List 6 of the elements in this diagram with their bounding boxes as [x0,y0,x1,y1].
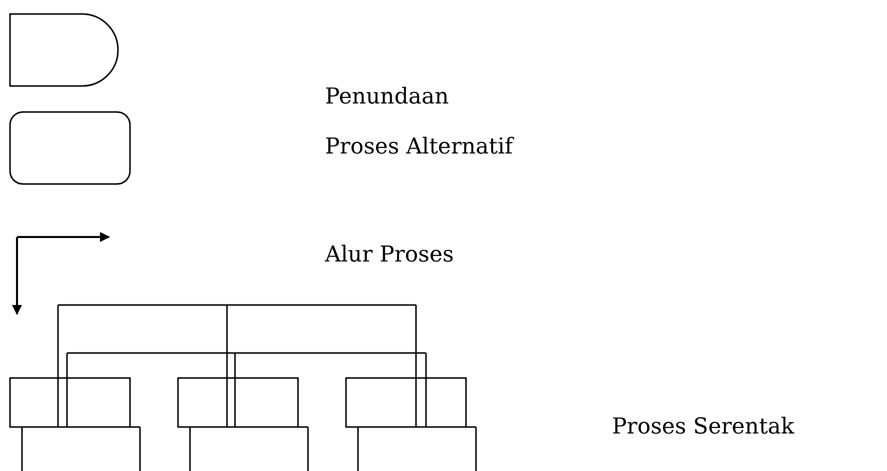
delay-symbol [9,13,119,87]
rounded-rectangle-symbol [9,111,131,185]
legend-label: Proses Serentak [612,414,794,440]
legend-label: Penundaan [325,84,449,110]
legend-label: Alur Proses [325,242,454,268]
legend-label: Proses Alternatif [325,134,513,160]
